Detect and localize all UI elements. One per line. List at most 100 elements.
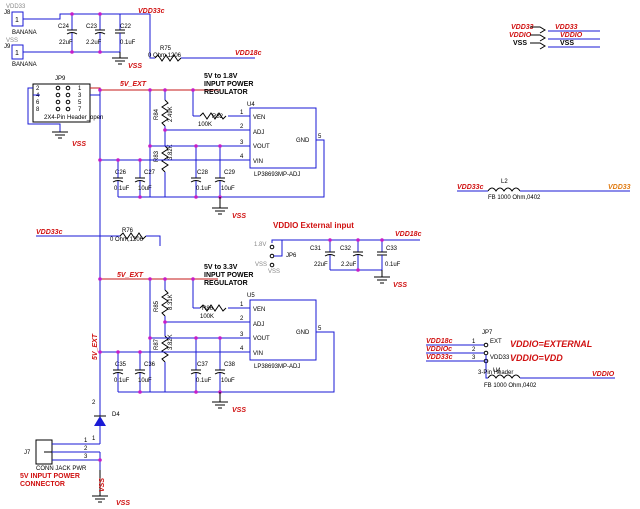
svg-text:22uF: 22uF — [314, 262, 328, 268]
j7-connector: J7 1 2 3 CONN JACK PWR 5V INPUT POWER CO… — [20, 438, 102, 496]
u5-body — [249, 299, 317, 361]
svg-text:3: 3 — [240, 140, 244, 146]
svg-text:ADJ: ADJ — [253, 322, 264, 328]
svg-text:10uF: 10uF — [221, 378, 235, 384]
svg-text:VDDIOc: VDDIOc — [426, 346, 452, 353]
svg-text:VEN: VEN — [253, 307, 265, 313]
svg-text:2.2uF: 2.2uF — [341, 262, 357, 268]
svg-text:8.31K: 8.31K — [168, 294, 174, 310]
svg-text:CONNECTOR: CONNECTOR — [20, 481, 65, 488]
net-labels-top-right: VDD33 VDDIO VSS VDD33 VDDIO VSS — [509, 24, 600, 50]
svg-text:R76: R76 — [122, 228, 134, 234]
svg-text:5V to 3.3V: 5V to 3.3V — [204, 264, 238, 271]
svg-text:FB 1000 Ohm,0402: FB 1000 Ohm,0402 — [484, 383, 537, 389]
svg-text:3: 3 — [472, 355, 476, 361]
svg-text:GND: GND — [296, 330, 310, 336]
svg-text:VDD33: VDD33 — [490, 355, 510, 361]
svg-text:2: 2 — [36, 86, 40, 92]
svg-text:C29: C29 — [224, 170, 236, 176]
svg-text:2: 2 — [240, 316, 244, 322]
svg-text:VDDIO=EXTERNAL: VDDIO=EXTERNAL — [510, 339, 592, 349]
j8-net-label: VDD33 — [6, 4, 26, 10]
svg-text:C28: C28 — [197, 170, 209, 176]
svg-text:100K: 100K — [200, 314, 214, 320]
svg-text:VSS: VSS — [513, 40, 527, 47]
svg-text:C37: C37 — [197, 362, 209, 368]
svg-text:5V to 1.8V: 5V to 1.8V — [204, 73, 238, 80]
svg-text:5V INPUT POWER: 5V INPUT POWER — [20, 473, 80, 480]
svg-text:0.1uF: 0.1uF — [385, 262, 401, 268]
cap-c23: C23 2.2uF — [86, 14, 106, 52]
svg-text:VIN: VIN — [253, 351, 263, 357]
svg-text:INPUT POWER: INPUT POWER — [204, 272, 253, 279]
svg-text:CONN JACK PWR: CONN JACK PWR — [36, 466, 87, 472]
svg-text:VDDIO=VDD: VDDIO=VDD — [510, 353, 563, 363]
svg-text:VDD33: VDD33 — [511, 24, 534, 31]
svg-text:C27: C27 — [144, 170, 156, 176]
jp7-jumper: JP7 VDD18c VDDIOc VDD33c 1 2 3 EXT VDD33… — [426, 330, 615, 389]
cap-c24: C24 22uF — [58, 14, 78, 52]
reg2-caps: C35 0.1uF C36 10uF C37 0.1uF C38 10uF — [112, 338, 236, 392]
svg-text:C33: C33 — [386, 246, 398, 252]
vddio-external-section: VDDIO External input 1.8V VDD18c JP6 VSS… — [254, 221, 422, 289]
svg-text:22uF: 22uF — [59, 40, 73, 46]
svg-text:0.1uF: 0.1uF — [196, 378, 212, 384]
j9-name: BANANA — [12, 62, 37, 68]
svg-text:6: 6 — [36, 100, 40, 106]
svg-text:VDDIO External input: VDDIO External input — [273, 221, 354, 230]
svg-text:VDD18c: VDD18c — [235, 50, 262, 57]
jp9-header: JP9 2 4 6 8 1 3 5 7 2X4-Pin Header_open — [27, 76, 103, 132]
u4-part: LP38693MP-ADJ — [254, 172, 300, 178]
j8-name: BANANA — [12, 30, 37, 36]
svg-text:VDD18c: VDD18c — [426, 338, 453, 345]
net-vdd33c-mid: VDD33c — [36, 229, 63, 236]
svg-text:C38: C38 — [224, 362, 236, 368]
svg-text:VDD33c: VDD33c — [457, 184, 484, 191]
svg-text:7: 7 — [78, 107, 82, 113]
svg-text:JP7: JP7 — [482, 330, 493, 336]
ferrite-l2: VDD33c L2 FB 1000 Ohm,0402 VDD33 — [457, 179, 631, 201]
svg-text:VEN: VEN — [253, 115, 265, 121]
svg-text:1: 1 — [472, 339, 476, 345]
jp9-outline — [32, 83, 91, 123]
svg-text:3: 3 — [240, 332, 244, 338]
svg-text:C23: C23 — [86, 24, 98, 30]
svg-text:VIN: VIN — [253, 159, 263, 165]
svg-text:5: 5 — [318, 134, 322, 140]
svg-text:JP6: JP6 — [286, 253, 297, 259]
svg-text:ADJ: ADJ — [253, 130, 264, 136]
svg-text:5: 5 — [318, 326, 322, 332]
svg-text:10uF: 10uF — [221, 186, 235, 192]
svg-text:VSS: VSS — [232, 213, 246, 220]
svg-text:1: 1 — [92, 436, 96, 442]
svg-text:5: 5 — [78, 100, 82, 106]
net-5vext-2: 5V_EXT — [117, 272, 144, 279]
svg-text:VSS: VSS — [255, 262, 267, 268]
svg-text:VOUT: VOUT — [253, 336, 270, 342]
svg-text:VDDIO: VDDIO — [592, 371, 615, 378]
svg-text:1: 1 — [240, 110, 244, 116]
svg-text:1: 1 — [78, 86, 82, 92]
u4-ref: U4 — [247, 102, 255, 108]
svg-text:VSS: VSS — [128, 63, 142, 70]
u5-part: LP38693MP-ADJ — [254, 364, 300, 370]
j8-ref: J8 — [4, 10, 11, 16]
svg-text:0 Ohm,1206: 0 Ohm,1206 — [148, 53, 182, 59]
svg-text:1.8V: 1.8V — [254, 242, 266, 248]
svg-text:REGULATOR: REGULATOR — [204, 280, 248, 287]
svg-text:VSS: VSS — [116, 500, 130, 507]
diode-d4: 2 D4 1 — [92, 400, 120, 444]
gnd-symbol-reg2: VSS — [212, 392, 246, 414]
svg-text:3-Pin Header: 3-Pin Header — [478, 370, 513, 376]
svg-text:VSS: VSS — [268, 269, 280, 275]
j9-ref: J9 — [4, 44, 11, 50]
svg-text:3: 3 — [84, 454, 88, 460]
svg-text:3: 3 — [78, 93, 82, 99]
svg-text:3.82K: 3.82K — [168, 334, 174, 350]
svg-text:VSS: VSS — [232, 407, 246, 414]
reg1-caps: C26 0.1uF C27 10uF C28 0.1uF C29 10uF — [112, 146, 236, 197]
svg-text:C36: C36 — [144, 362, 156, 368]
svg-text:EXT: EXT — [490, 339, 502, 345]
svg-text:0.1uF: 0.1uF — [120, 40, 136, 46]
